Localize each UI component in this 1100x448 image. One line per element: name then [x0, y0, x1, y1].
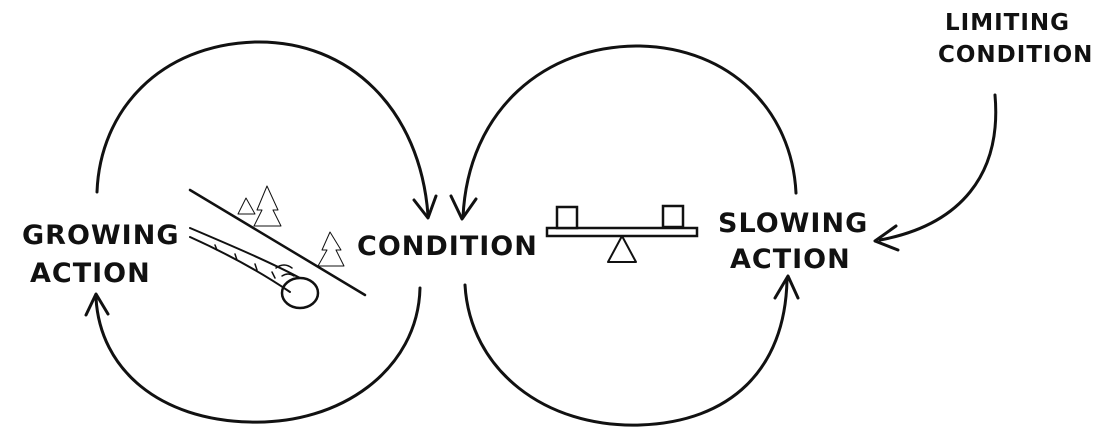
right-loop-bottom-arrow — [463, 278, 789, 427]
growing-action-label-line1: GROWING — [22, 220, 180, 251]
limiting-arrow — [878, 93, 998, 242]
left-loop-top-arrow — [95, 40, 430, 217]
snowball-rolling-downhill-icon — [188, 185, 367, 310]
limiting-condition-label-line1: LIMITING — [945, 10, 1071, 36]
slowing-action-label-line1: SLOWING — [718, 208, 869, 239]
left-loop-top-arrowhead — [412, 194, 438, 220]
limiting-arrowhead — [873, 224, 900, 252]
left-loop-bottom-arrowhead — [84, 292, 110, 317]
right-loop-bottom-arrowhead — [773, 274, 800, 300]
growing-action-label-line2: ACTION — [30, 258, 151, 289]
condition-label: CONDITION — [357, 231, 538, 262]
right-loop-top-arrowhead — [449, 194, 478, 221]
balance-seesaw-icon — [545, 204, 699, 263]
left-loop-bottom-arrow — [94, 286, 422, 424]
right-loop-top-arrow — [461, 44, 798, 219]
limiting-condition-label-line2: CONDITION — [938, 42, 1094, 68]
slowing-action-label-line2: ACTION — [730, 244, 851, 275]
